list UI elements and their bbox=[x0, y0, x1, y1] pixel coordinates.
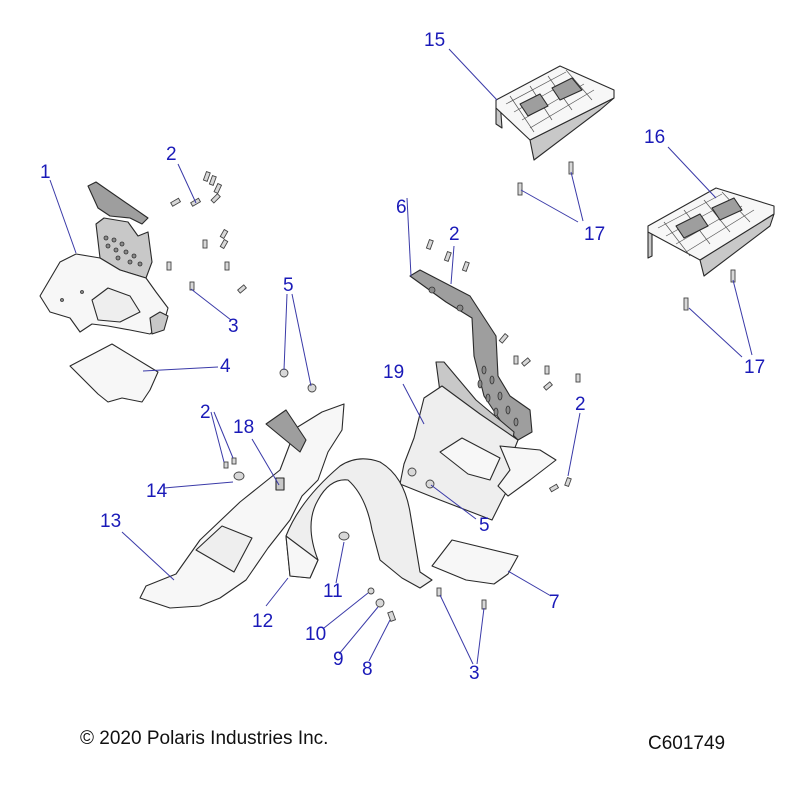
callout-14: 14 bbox=[146, 481, 168, 502]
part-15-footrest bbox=[495, 65, 615, 161]
part-13-side-panel bbox=[139, 403, 345, 609]
copyright-notice: © 2020 Polaris Industries Inc. bbox=[80, 728, 329, 749]
part-11-fitting bbox=[338, 531, 350, 541]
callout-1: 1 bbox=[40, 162, 51, 183]
callout-3: 3 bbox=[469, 663, 480, 684]
part-10-washer bbox=[367, 587, 375, 595]
callout-12: 12 bbox=[252, 611, 273, 632]
part-1-left-panel bbox=[39, 181, 169, 335]
callout-4: 4 bbox=[220, 356, 231, 377]
callout-16: 16 bbox=[644, 127, 665, 148]
callout-2: 2 bbox=[575, 394, 586, 415]
callout-5: 5 bbox=[479, 515, 490, 536]
fastener-cluster-right bbox=[425, 238, 581, 493]
callout-2: 2 bbox=[166, 144, 177, 165]
callout-19: 19 bbox=[383, 362, 404, 383]
callout-7: 7 bbox=[549, 592, 560, 613]
part-5-nut-b bbox=[307, 383, 317, 393]
leader-lines bbox=[49, 48, 753, 665]
part-6-bracket bbox=[409, 269, 533, 441]
part-5-nut-a bbox=[279, 368, 289, 378]
part-17-bolt-b bbox=[517, 182, 523, 196]
fastener-cluster-left bbox=[166, 170, 247, 294]
callout-17: 17 bbox=[584, 224, 605, 245]
callout-8: 8 bbox=[362, 659, 373, 680]
callout-10: 10 bbox=[305, 624, 326, 645]
part-9-nut bbox=[375, 598, 385, 608]
part-2-screw-d1 bbox=[223, 461, 229, 469]
part-17-bolt-d bbox=[683, 297, 689, 311]
part-3-bolt-b bbox=[481, 599, 487, 610]
part-12-duct bbox=[285, 458, 433, 589]
part-4-plate bbox=[69, 343, 159, 403]
callout-15: 15 bbox=[424, 30, 445, 51]
callout-13: 13 bbox=[100, 511, 121, 532]
part-16-footrest bbox=[647, 187, 775, 277]
part-8-bolt bbox=[387, 610, 397, 622]
callout-11: 11 bbox=[323, 581, 343, 602]
part-2-screw-d2 bbox=[231, 457, 237, 465]
callout-6: 6 bbox=[396, 197, 407, 218]
callout-18: 18 bbox=[233, 417, 254, 438]
drawing-number: C601749 bbox=[648, 733, 726, 754]
callout-2: 2 bbox=[200, 402, 211, 423]
callout-5: 5 bbox=[283, 275, 294, 296]
callout-9: 9 bbox=[333, 649, 344, 670]
part-3-bolt-a bbox=[436, 587, 442, 597]
callout-labels: 1 2 3 4 5 6 2 15 16 17 17 19 2 5 2 18 14… bbox=[40, 30, 765, 684]
callout-2: 2 bbox=[449, 224, 460, 245]
part-14-clip bbox=[233, 471, 245, 481]
part-7-plate bbox=[431, 539, 519, 585]
callout-17: 17 bbox=[744, 357, 765, 378]
callout-3: 3 bbox=[228, 316, 239, 337]
